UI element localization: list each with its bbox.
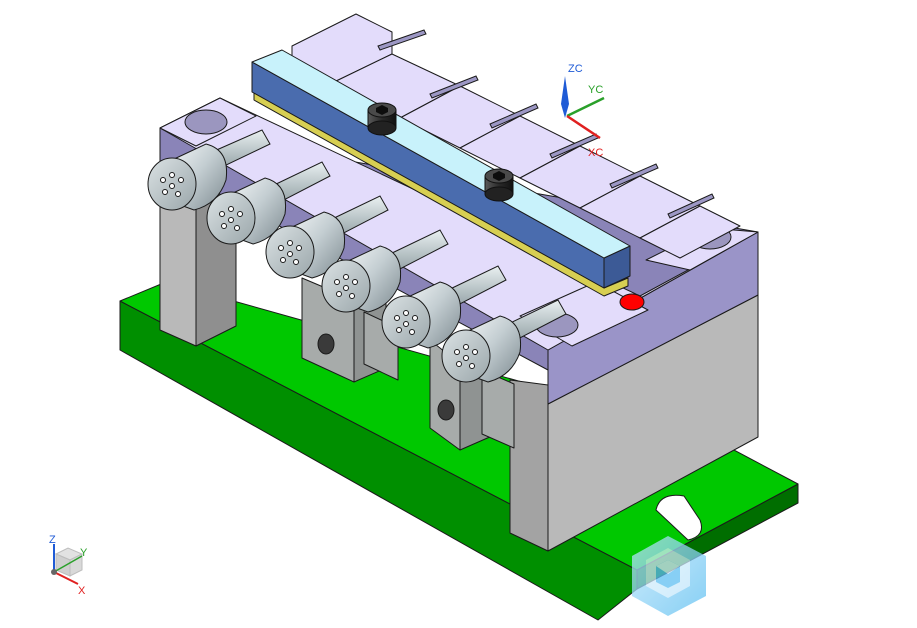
wcs-x-axis[interactable]	[566, 114, 601, 140]
bracket-2-hole	[437, 399, 455, 421]
wcs-y-axis[interactable]	[566, 96, 605, 118]
view-y-axis[interactable]	[53, 555, 83, 573]
wcs-z-label: ZC	[568, 63, 583, 75]
pin-cylinder-1[interactable]	[147, 143, 228, 211]
plate-slot-1	[377, 29, 427, 51]
base-plate-slot	[655, 494, 702, 541]
wcs-x-label: XC	[588, 147, 603, 159]
wcs-z-axis[interactable]	[561, 76, 569, 118]
pin-cylinder-3[interactable]	[265, 211, 346, 279]
hole-back	[184, 109, 228, 135]
socket-bolt-1[interactable]	[367, 102, 397, 136]
logo-cube-icon	[632, 536, 706, 616]
pin-cylinder-4[interactable]	[321, 245, 402, 313]
view-triad[interactable]: Z Y X	[49, 534, 88, 597]
view-y-label: Y	[80, 547, 88, 559]
pin-cylinder-2[interactable]	[206, 177, 287, 245]
wcs-triad[interactable]: ZC YC XC	[561, 63, 605, 159]
red-marker[interactable]	[619, 293, 645, 311]
view-z-label: Z	[49, 534, 56, 546]
pin-cylinder-5[interactable]	[381, 281, 462, 349]
plate-slot-3	[489, 103, 539, 129]
bracket-1-hole	[317, 333, 335, 355]
upper-plate-6	[639, 205, 741, 259]
view-x-label: X	[78, 585, 86, 597]
bracket-4-front	[481, 369, 515, 449]
support-block-front-front	[509, 379, 549, 552]
view-cube-icon[interactable]	[54, 547, 84, 577]
wcs-y-label: YC	[588, 84, 603, 96]
plate-slot-5	[609, 163, 659, 189]
socket-bolt-2[interactable]	[484, 168, 514, 202]
view-x-axis[interactable]	[53, 571, 79, 585]
plate-slot-2	[429, 75, 479, 99]
pin-cylinder-6[interactable]	[441, 315, 522, 383]
plate-slot-6	[667, 193, 715, 219]
